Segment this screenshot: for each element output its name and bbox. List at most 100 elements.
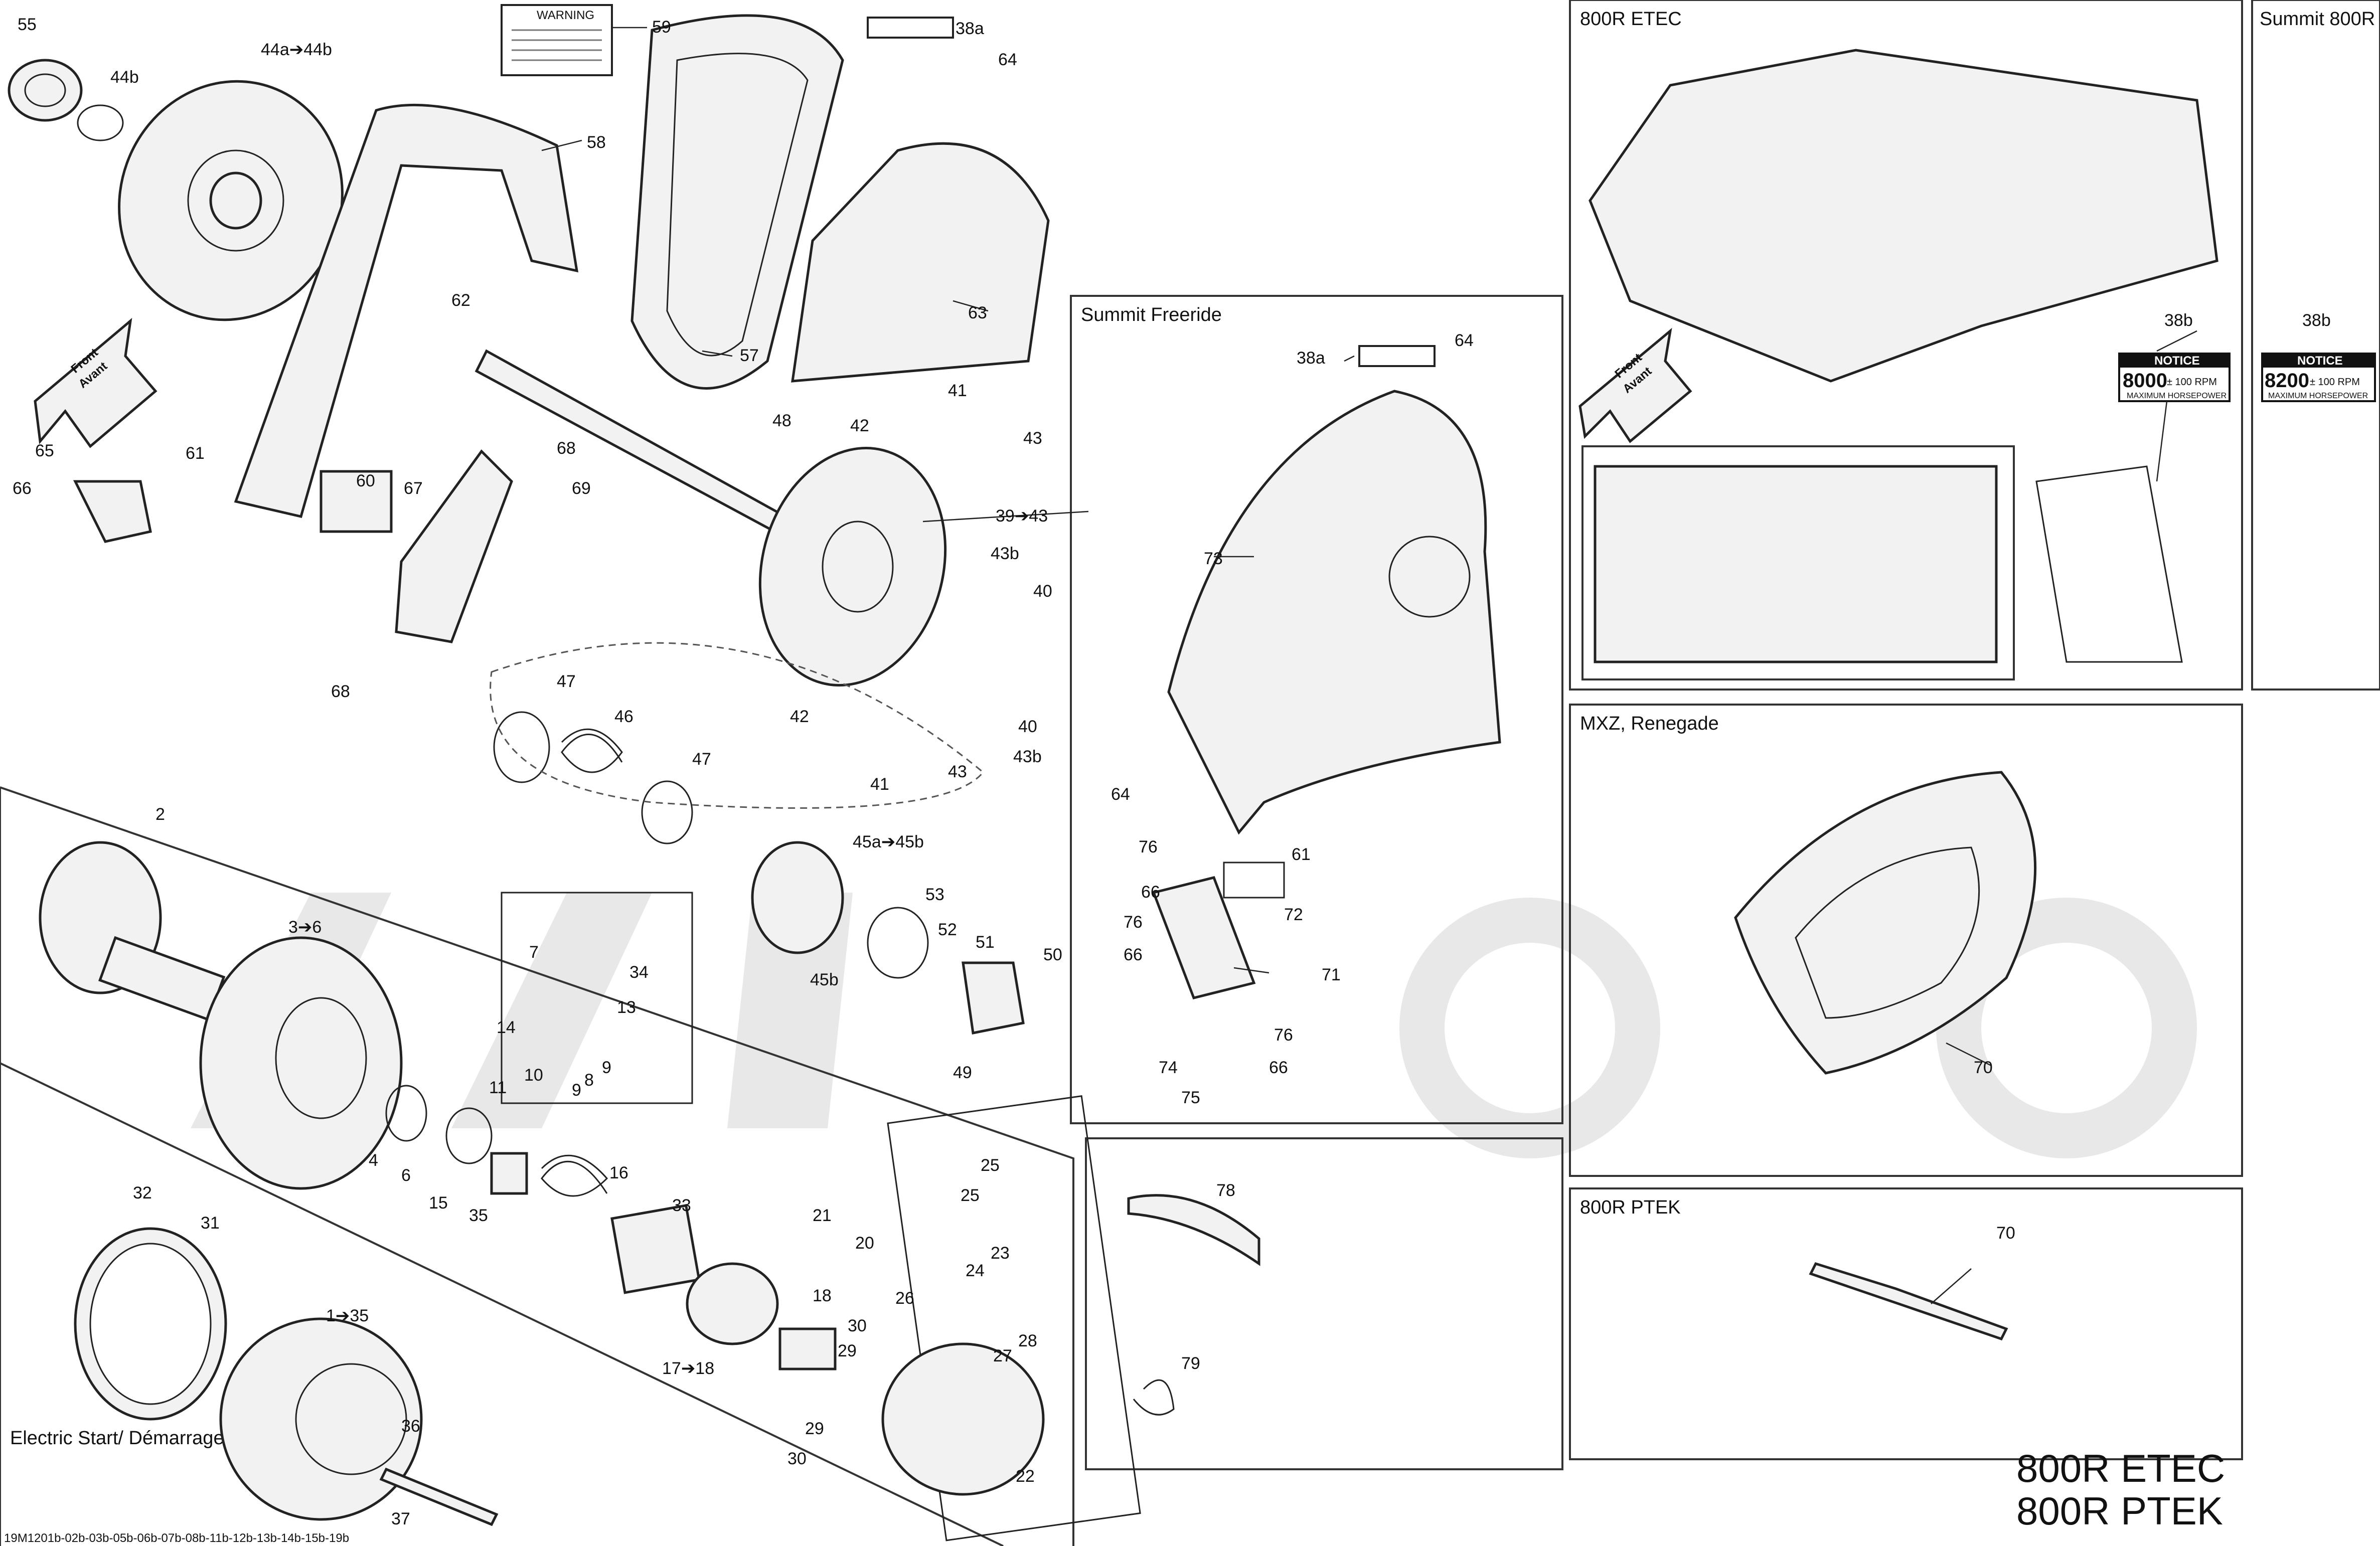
callout-22: 22 [1016,1467,1035,1486]
clip-79 [1133,1379,1175,1416]
callout-44a: 44a➔44b [261,40,332,59]
callout-72: 72 [1284,905,1303,924]
ptek-panel-title: 800R PTEK [1580,1197,1681,1218]
callout-4: 4 [369,1151,378,1170]
bushing [778,1327,837,1370]
callout-78: 78 [1216,1181,1235,1200]
notice-decal-8200: NOTICE 8200 ± 100 RPM MAXIMUM HORSEPOWER [2261,353,2376,402]
callout-47b: 47 [692,750,711,769]
callout-73: 73 [1204,549,1223,568]
belt-guard-63 [791,142,1050,383]
callout-79: 79 [1181,1354,1200,1373]
callout-9b: 9 [602,1058,611,1077]
circlip-44b [77,104,124,141]
notice-decal-8000: NOTICE 8000 ± 100 RPM MAXIMUM HORSEPOWER [2118,353,2231,402]
callout-57: 57 [740,346,759,365]
drive-pulley-assembly-1 [219,1317,423,1521]
callout-60: 60 [356,471,375,490]
washer-47 [493,711,550,783]
etec-inset-frame [1581,445,2015,680]
callout-17: 17➔18 [662,1359,714,1378]
spring-16 [541,1154,608,1197]
callout-47a: 47 [557,672,576,691]
callout-59: 59 [652,18,671,37]
belt-guard-bracket-58 [234,103,579,518]
svg-text:8200: 8200 [2265,370,2309,392]
callout-29b: 29 [805,1419,824,1438]
callout-41a: 41 [948,381,967,400]
bracket-67 [395,449,513,643]
front-arrow-main: Front Avant [34,317,157,448]
svg-text:NOTICE: NOTICE [2297,354,2343,368]
front-arrow-etec: Front Avant [1578,327,1692,443]
bolt-37 [379,1467,499,1526]
callout-21: 21 [813,1206,832,1225]
movable-sheave-3 [199,936,403,1190]
callout-28: 28 [1018,1331,1037,1350]
callout-61: 61 [186,444,205,463]
mxz-panel-title: MXZ, Renegade [1580,713,1719,734]
svg-text:± 100 RPM: ± 100 RPM [2167,377,2217,388]
summit-freeride-title: Summit Freeride [1081,304,1222,325]
callout-25b: 25 [961,1186,980,1205]
callout-76c: 76 [1274,1025,1293,1045]
callout-44b: 44b [110,68,139,87]
callout-38b-etec: 38b [2164,311,2193,330]
mxz-frame [1569,704,2243,1177]
callout-62: 62 [451,291,470,310]
callout-36: 36 [401,1417,420,1436]
svg-text:MAXIMUM HORSEPOWER: MAXIMUM HORSEPOWER [2268,392,2368,400]
callout-6: 6 [401,1166,411,1185]
callout-67: 67 [404,479,423,498]
callout-15: 15 [429,1193,448,1213]
callout-35a: 35 [469,1206,488,1225]
callout-66b: 66 [1124,945,1143,964]
ring-53 [867,907,929,979]
callout-31: 31 [201,1214,220,1233]
callout-66c: 66 [1269,1058,1288,1077]
governor-cup-22 [881,1342,1045,1496]
callout-25a: 25 [981,1156,1000,1175]
callout-27: 27 [993,1346,1012,1365]
callout-40b: 40 [1018,717,1037,736]
callout-70-ptek: 70 [1996,1224,2015,1243]
callout-65: 65 [35,441,54,460]
callout-18: 18 [813,1286,832,1305]
callout-49: 49 [953,1063,972,1082]
summit-ptek-frame [2251,0,2380,691]
callout-30b: 30 [787,1449,807,1468]
callout-50: 50 [1043,945,1062,964]
callout-41b: 41 [870,775,889,794]
callout-26: 26 [895,1289,914,1308]
callout-10: 10 [524,1066,543,1085]
etec-frame [1569,0,2243,691]
callout-61-summit: 61 [1292,845,1311,864]
spring-46 [561,728,623,773]
callout-37: 37 [391,1509,410,1528]
callout-63: 63 [968,303,987,322]
callout-55: 55 [18,15,37,34]
callout-32: 32 [133,1183,152,1203]
side-panel-inset [2035,465,2183,663]
reference-code: 19M1201b-02b-03b-05b-06b-07b-08b-11b-12b… [4,1531,349,1545]
svg-text:± 100 RPM: ± 100 RPM [2310,377,2360,388]
callout-51: 51 [976,933,995,952]
callout-74: 74 [1159,1058,1178,1077]
cover-71 [1152,876,1256,999]
decal-38a-summit [1358,345,1436,367]
callout-13: 13 [617,998,636,1017]
callout-42a: 42 [850,416,869,435]
callout-68a: 68 [557,439,576,458]
callout-42b: 42 [790,707,809,726]
callout-38a: 38a [956,19,984,38]
callout-14: 14 [497,1018,516,1037]
sheave-39 [758,447,947,686]
callout-68b: 68 [331,682,350,701]
summit-freeride-frame [1070,295,1563,1124]
bracket-49 [962,961,1025,1035]
callout-38a-summit: 38a [1297,349,1325,368]
hoses-frame [1085,1137,1563,1470]
callout-70-mxz: 70 [1974,1058,1993,1077]
callout-30a: 30 [848,1316,867,1335]
callout-64-summit-a: 64 [1455,331,1474,350]
